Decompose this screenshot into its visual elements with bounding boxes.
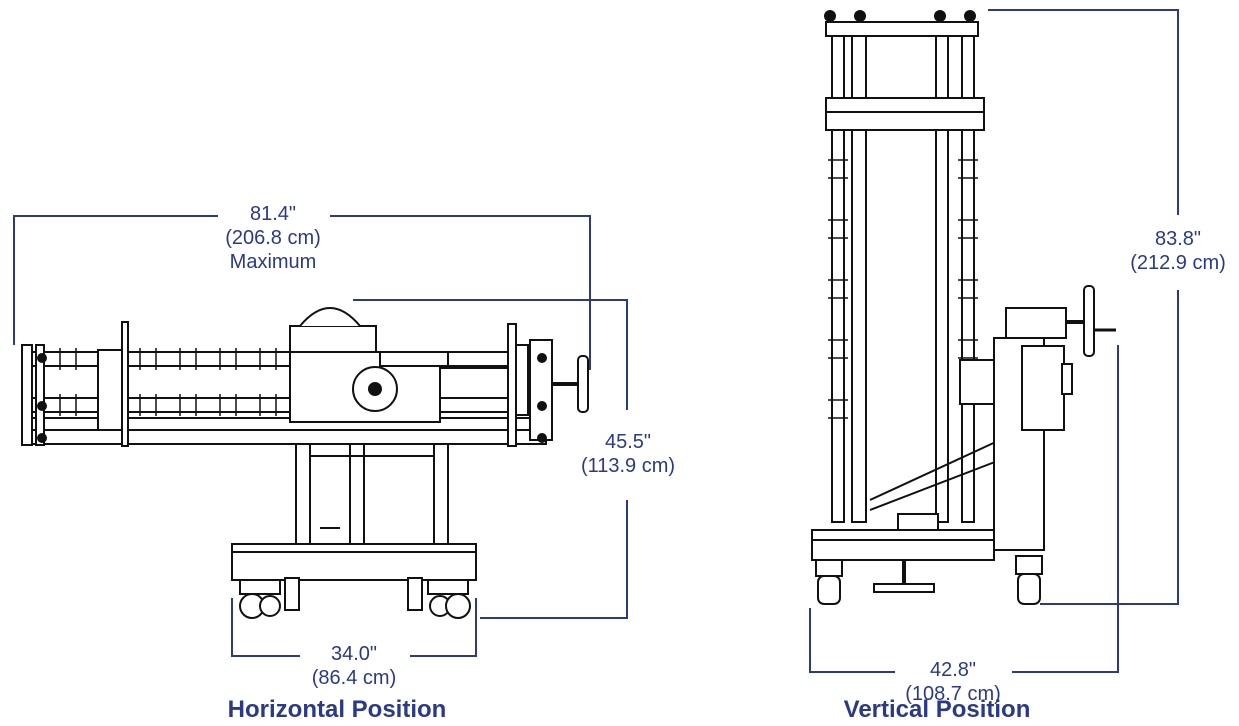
dim-horizontal-base-cm: (86.4 cm): [311, 667, 397, 689]
horizontal-machine: [21, 307, 589, 619]
dim-horizontal-base-label: 34.0" (86.4 cm): [312, 642, 396, 690]
vertical-handwheel: [1083, 285, 1095, 357]
vertical-base: [811, 529, 995, 561]
dim-vertical-base-inches: 42.8": [929, 659, 977, 681]
dim-horizontal-width-label: 81.4" (206.8 cm) Maximum: [225, 202, 321, 274]
dimension-lines: [13, 9, 1179, 673]
dim-vertical-base-label: 42.8" (108.7 cm): [905, 658, 1001, 706]
vertical-machine: [811, 10, 1116, 605]
dim-horizontal-base-inches: 34.0": [330, 643, 378, 665]
caption-horizontal-position: Horizontal Position: [227, 696, 447, 723]
dim-vertical-base-right: [1012, 345, 1119, 673]
dim-horizontal-height-top: [353, 299, 628, 410]
dim-horizontal-width-right: [330, 215, 591, 370]
upper-crossbar: [825, 97, 985, 131]
dim-vertical-height-bottom: [1040, 290, 1179, 605]
dim-vertical-height-cm: (212.9 cm): [1130, 252, 1226, 274]
dim-horizontal-base-right: [410, 598, 477, 657]
dim-horizontal-width-left: [13, 215, 218, 345]
horizontal-handwheel: [577, 355, 589, 413]
caption-vertical-position: Vertical Position: [843, 696, 1031, 723]
dim-vertical-height-label: 83.8" (212.9 cm): [1130, 227, 1226, 275]
dim-vertical-base-left: [809, 608, 895, 673]
dim-vertical-height-top: [988, 9, 1179, 215]
dim-horizontal-height-label: 45.5" (113.9 cm): [581, 430, 675, 478]
dim-horizontal-width-cm: (206.8 cm): [225, 227, 321, 249]
dim-horizontal-height-cm: (113.9 cm): [580, 455, 676, 477]
dim-vertical-base-cm: (108.7 cm): [905, 683, 1001, 705]
carriage-block: [289, 325, 377, 355]
dim-horizontal-width-note: Maximum: [229, 251, 317, 273]
horizontal-base: [231, 543, 477, 581]
dim-horizontal-height-inches: 45.5": [604, 431, 652, 453]
dim-horizontal-width-inches: 81.4": [249, 203, 297, 225]
dim-horizontal-height-bottom: [480, 500, 628, 619]
dim-vertical-height-inches: 83.8": [1154, 228, 1202, 250]
dim-horizontal-base-left: [231, 598, 300, 657]
